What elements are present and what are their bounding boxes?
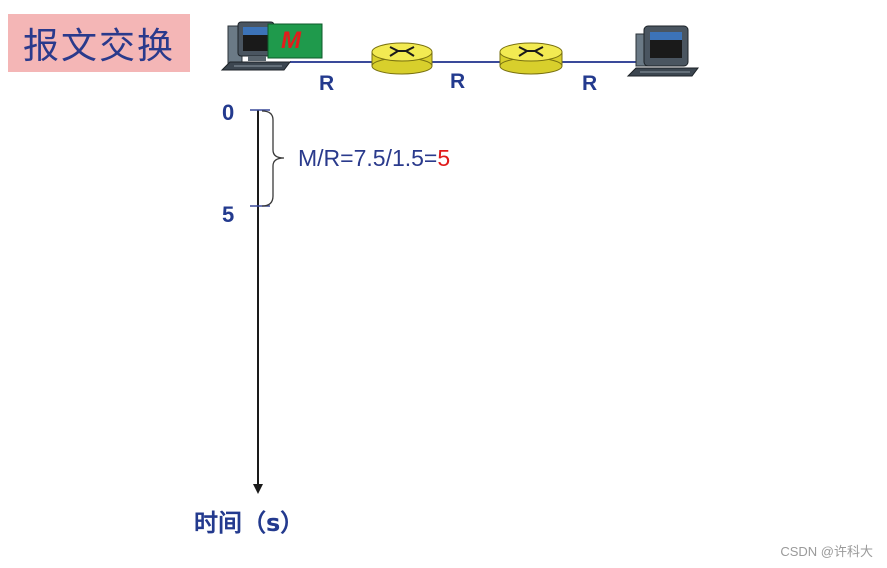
watermark: CSDN @许科大 (780, 544, 873, 559)
formula-expression: M/R=7.5/1.5= (298, 145, 438, 171)
time-tick-5: 5 (222, 202, 235, 227)
message-packet (267, 23, 323, 59)
time-tick-0: 0 (222, 100, 235, 125)
destination-computer-icon (626, 25, 699, 77)
message-label: M (281, 27, 301, 54)
transmission-formula: M/R=7.5/1.5=5 (298, 145, 450, 172)
time-axis-arrow (253, 484, 263, 494)
link-label-3: R (582, 72, 598, 95)
interval-brace (261, 110, 285, 207)
formula-result: 5 (437, 145, 451, 171)
link-label-2: R (450, 70, 466, 93)
time-axis-label: 时间（s） (194, 509, 305, 537)
slide-title: 报文交换 (8, 14, 190, 72)
link-label-1: R (319, 72, 335, 95)
router-icon-1 (371, 42, 433, 75)
source-computer-icon (220, 21, 291, 71)
router-icon-2 (499, 42, 563, 75)
